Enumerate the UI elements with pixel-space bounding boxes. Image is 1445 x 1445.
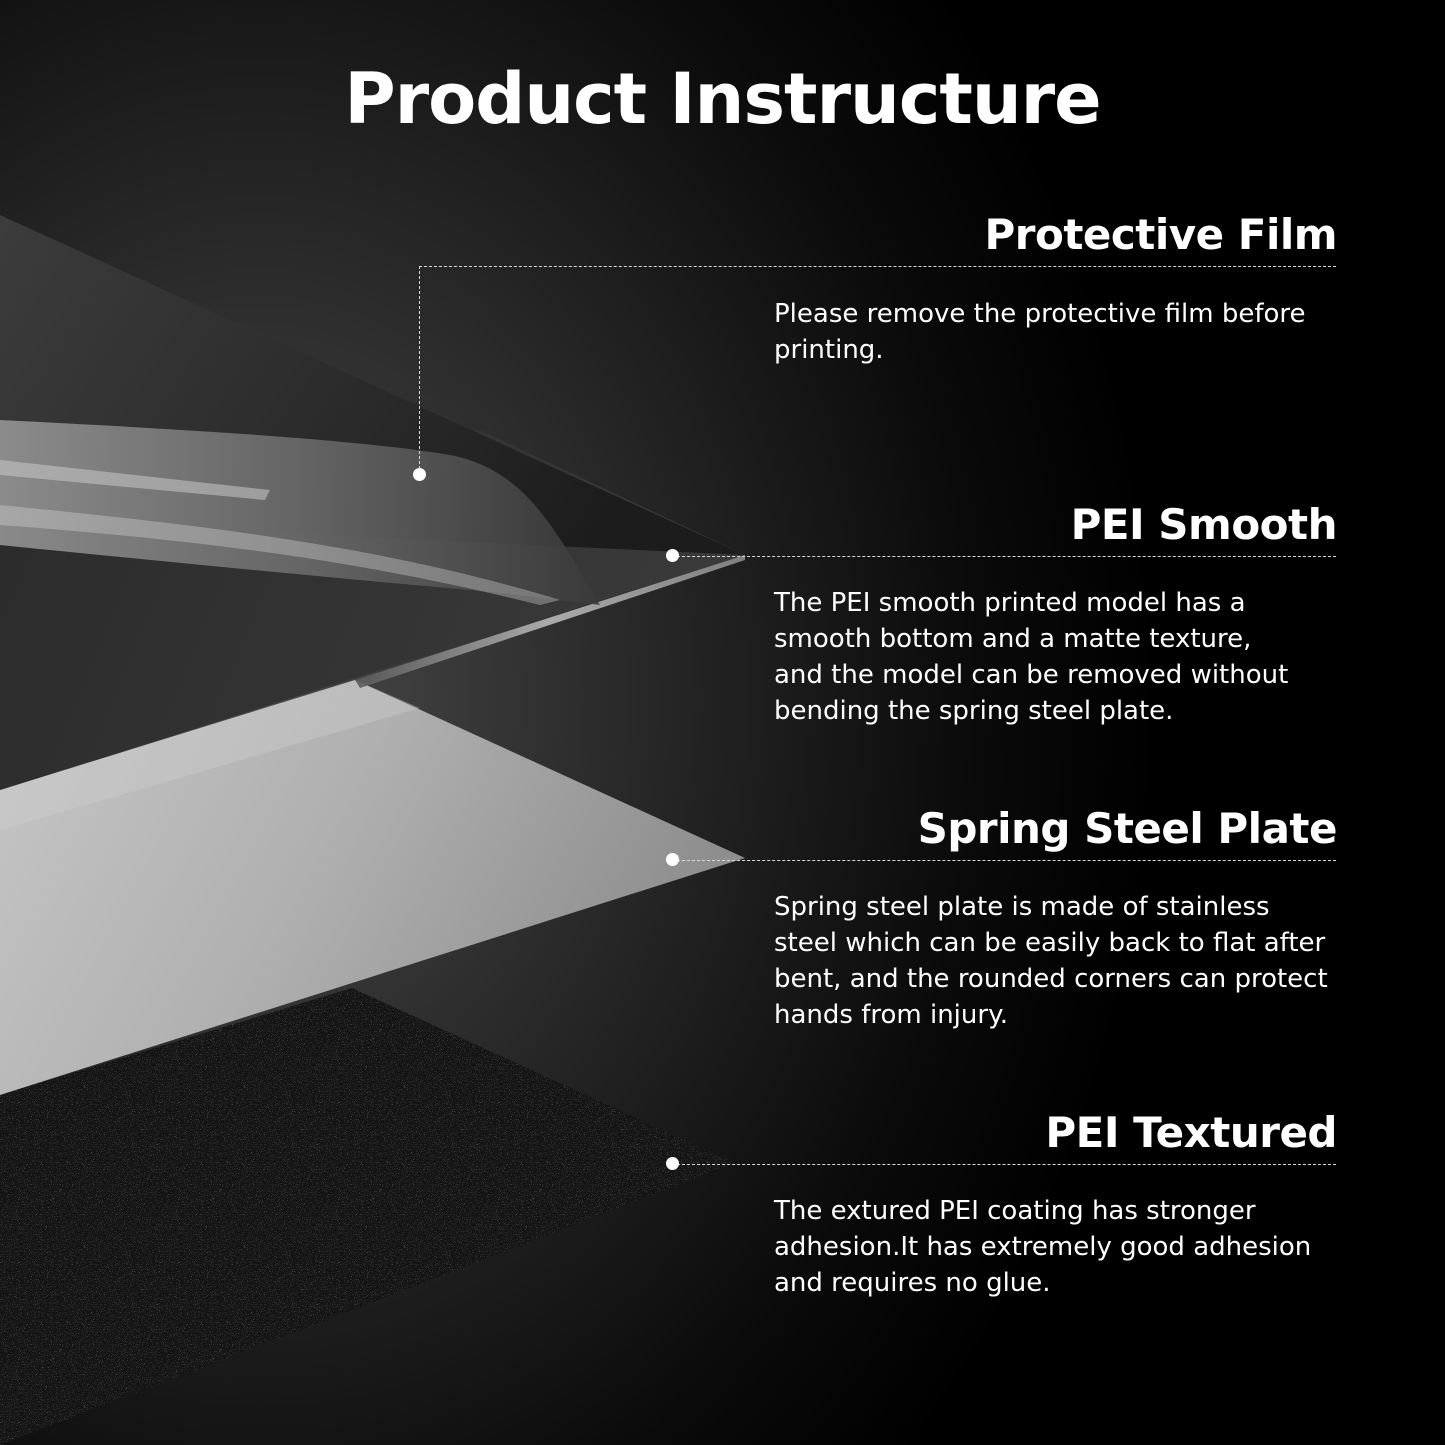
protective-film-heading: Protective Film xyxy=(984,210,1337,259)
protective-film-description: Please remove the protective film before… xyxy=(774,299,1306,365)
pei-textured-marker-dot xyxy=(666,1157,679,1170)
pei-textured-description: The extured PEI coating has stronger adh… xyxy=(774,1196,1312,1298)
spring-steel-plate-description: Spring steel plate is made of stainless … xyxy=(774,892,1328,1030)
spring-steel-plate-leader-line xyxy=(672,860,1336,861)
spring-steel-plate-heading: Spring Steel Plate xyxy=(917,804,1338,853)
pei-smooth-leader-line xyxy=(672,556,1336,557)
pei-smooth-heading: PEI Smooth xyxy=(1070,500,1338,549)
pei-textured-leader-line xyxy=(672,1164,1336,1165)
protective-film-leader-line xyxy=(419,266,1336,267)
film-peel-highlight xyxy=(0,420,600,605)
pei-smooth-marker-dot xyxy=(666,549,679,562)
pei-smooth-description: The PEI smooth printed model has a smoot… xyxy=(774,588,1289,726)
page-title: Product Instructure xyxy=(344,58,1101,140)
protective-film-marker-dot xyxy=(413,468,426,481)
spring-steel-plate-sheet xyxy=(0,680,745,1095)
protective-film-leader-vertical xyxy=(419,266,420,474)
spring-steel-plate-marker-dot xyxy=(666,853,679,866)
pei-textured-heading: PEI Textured xyxy=(1045,1108,1337,1157)
